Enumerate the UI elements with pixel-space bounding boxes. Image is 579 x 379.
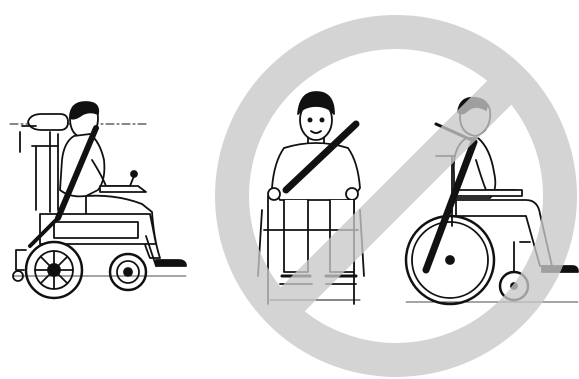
drive-wheel xyxy=(26,242,82,298)
large-rear-wheel xyxy=(406,216,494,304)
caster-wheel xyxy=(110,254,146,290)
front-occupant-head xyxy=(298,92,334,140)
headrest xyxy=(28,114,68,130)
power-wheelchair-figure xyxy=(10,102,186,298)
